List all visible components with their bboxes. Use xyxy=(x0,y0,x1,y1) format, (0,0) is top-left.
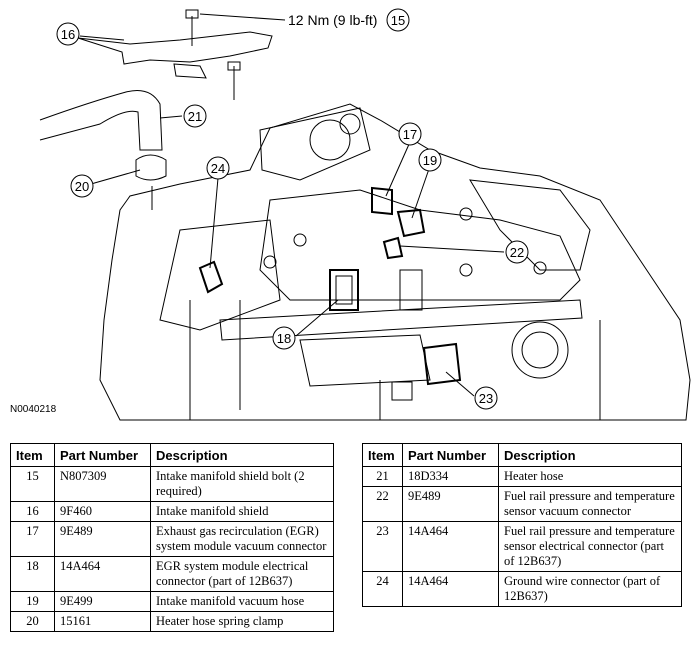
header-description: Description xyxy=(498,443,682,467)
table-row: 17 9E489 Exhaust gas recirculation (EGR)… xyxy=(10,521,334,557)
part-number-cell: 14A464 xyxy=(402,521,499,572)
callout-23: 23 xyxy=(479,391,493,406)
description-cell: Fuel rail pressure and temperature senso… xyxy=(498,521,682,572)
part-number-cell: 18D334 xyxy=(402,466,499,487)
description-cell: Fuel rail pressure and temperature senso… xyxy=(498,486,682,522)
callout-21: 21 xyxy=(188,109,202,124)
table-row: 20 15161 Heater hose spring clamp xyxy=(10,611,334,632)
description-cell: EGR system module electrical connector (… xyxy=(150,556,334,592)
description-cell: Intake manifold vacuum hose xyxy=(150,591,334,612)
table-row: 18 14A464 EGR system module electrical c… xyxy=(10,556,334,592)
engine-illustration: 16 15 21 20 24 17 19 22 18 23 12 Nm (9 l… xyxy=(39,8,691,421)
part-number-cell: 9E489 xyxy=(54,521,151,557)
description-cell: Exhaust gas recirculation (EGR) system m… xyxy=(150,521,334,557)
description-cell: Heater hose xyxy=(498,466,682,487)
item-cell: 21 xyxy=(362,466,403,487)
header-part-number: Part Number xyxy=(402,443,499,467)
callout-16: 16 xyxy=(61,27,75,42)
header-description: Description xyxy=(150,443,334,467)
figure-id: N0040218 xyxy=(10,404,57,415)
table-row: 19 9E499 Intake manifold vacuum hose xyxy=(10,591,334,612)
item-cell: 23 xyxy=(362,521,403,572)
table-header-row: Item Part Number Description xyxy=(10,443,334,467)
description-cell: Intake manifold shield xyxy=(150,501,334,522)
callout-19: 19 xyxy=(423,153,437,168)
table-row: 24 14A464 Ground wire connector (part of… xyxy=(362,571,682,607)
part-number-cell: 15161 xyxy=(54,611,151,632)
item-cell: 22 xyxy=(362,486,403,522)
callout-24: 24 xyxy=(211,161,225,176)
item-cell: 15 xyxy=(10,466,55,502)
part-number-cell: 14A464 xyxy=(54,556,151,592)
callout-15: 15 xyxy=(391,13,405,28)
part-number-cell: 9E499 xyxy=(54,591,151,612)
item-cell: 17 xyxy=(10,521,55,557)
callout-20: 20 xyxy=(75,179,89,194)
item-cell: 20 xyxy=(10,611,55,632)
part-number-cell: N807309 xyxy=(54,466,151,502)
header-item: Item xyxy=(362,443,403,467)
part-number-cell: 9F460 xyxy=(54,501,151,522)
table-row: 22 9E489 Fuel rail pressure and temperat… xyxy=(362,486,682,522)
item-cell: 16 xyxy=(10,501,55,522)
table-header-row: Item Part Number Description xyxy=(362,443,682,467)
description-cell: Heater hose spring clamp xyxy=(150,611,334,632)
parts-table-left: Item Part Number Description 15 N807309 … xyxy=(10,443,334,632)
callout-18: 18 xyxy=(277,331,291,346)
description-cell: Ground wire connector (part of 12B637) xyxy=(498,571,682,607)
part-number-cell: 14A464 xyxy=(402,571,499,607)
callout-17: 17 xyxy=(403,127,417,142)
item-cell: 19 xyxy=(10,591,55,612)
item-cell: 18 xyxy=(10,556,55,592)
parts-table-right: Item Part Number Description 21 18D334 H… xyxy=(362,443,682,607)
header-part-number: Part Number xyxy=(54,443,151,467)
torque-spec: 12 Nm (9 lb-ft) xyxy=(288,12,377,28)
table-row: 16 9F460 Intake manifold shield xyxy=(10,501,334,522)
part-number-cell: 9E489 xyxy=(402,486,499,522)
table-row: 23 14A464 Fuel rail pressure and tempera… xyxy=(362,521,682,572)
header-item: Item xyxy=(10,443,55,467)
table-row: 21 18D334 Heater hose xyxy=(362,466,682,487)
item-cell: 24 xyxy=(362,571,403,607)
table-row: 15 N807309 Intake manifold shield bolt (… xyxy=(10,466,334,502)
description-cell: Intake manifold shield bolt (2 required) xyxy=(150,466,334,502)
callout-22: 22 xyxy=(510,245,524,260)
